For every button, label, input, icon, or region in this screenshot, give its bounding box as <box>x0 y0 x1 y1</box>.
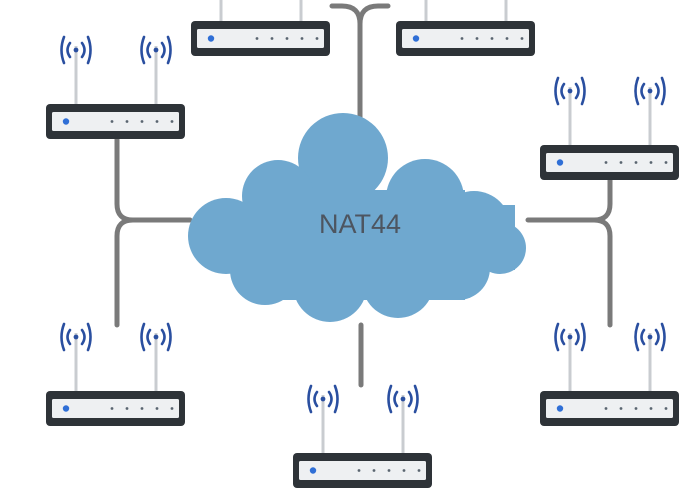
connector-lines <box>114 3 613 388</box>
wifi-signal-icon <box>60 35 92 65</box>
status-led <box>556 405 564 412</box>
status-led <box>207 35 215 42</box>
router-lower-left <box>46 322 185 426</box>
connector-left <box>114 135 193 328</box>
wifi-signal-icon <box>554 322 586 352</box>
wifi-signal-icon <box>307 384 339 414</box>
router-bottom-center <box>293 384 432 488</box>
connector-top <box>329 3 391 125</box>
wifi-signal-icon <box>554 76 586 106</box>
wifi-signal-icon <box>140 35 172 65</box>
router-top-left-center <box>191 0 330 56</box>
wifi-signal-icon <box>140 322 172 352</box>
wifi-signal-icon <box>60 322 92 352</box>
connector-right <box>525 177 613 328</box>
routers <box>46 0 679 488</box>
wifi-signal-icon <box>634 76 666 106</box>
router-lower-right <box>540 322 679 426</box>
status-led <box>62 118 70 125</box>
wifi-signal-icon <box>634 322 666 352</box>
router-upper-left <box>46 35 185 139</box>
status-led <box>412 35 420 42</box>
status-led <box>556 159 564 166</box>
status-led <box>309 467 317 474</box>
router-top-right-center <box>396 0 535 56</box>
router-upper-right <box>540 76 679 180</box>
cloud-label: NAT44 <box>319 209 401 239</box>
status-led <box>62 405 70 412</box>
wifi-signal-icon <box>387 384 419 414</box>
nat44-cloud: NAT44 <box>188 113 526 322</box>
